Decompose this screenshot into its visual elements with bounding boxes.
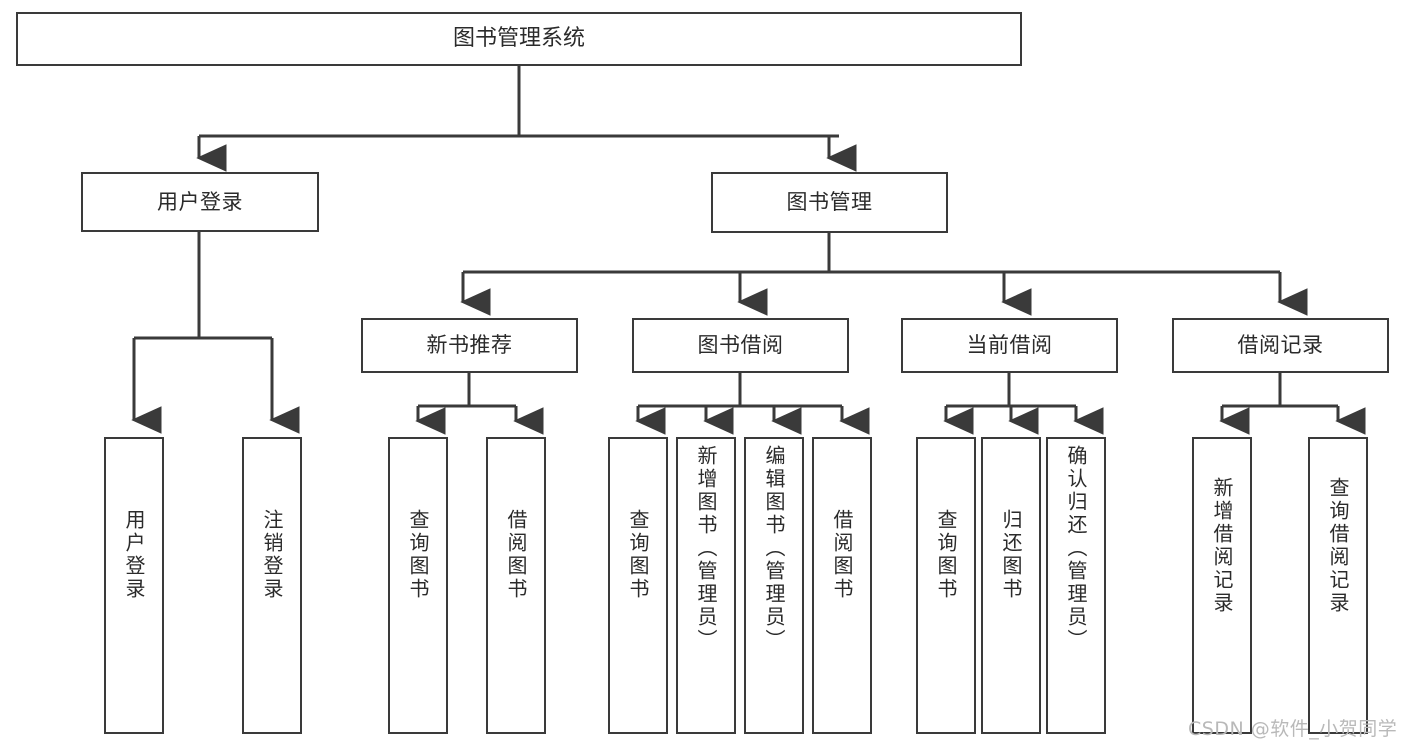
csdn-watermark: CSDN @软件_小贺同学 [1188,718,1398,740]
node-new-book-recommend[interactable]: 新书推荐 [361,318,578,373]
leaf-add-book-admin[interactable]: 新增图书（管理员） [676,437,736,734]
leaf-label: 查询借阅记录 [1326,477,1350,615]
leaf-confirm-return-admin[interactable]: 确认归还（管理员） [1046,437,1106,734]
leaf-label: 查询图书 [406,509,430,601]
leaf-query-book-recommend[interactable]: 查询图书 [388,437,448,734]
node-label: 当前借阅 [966,333,1053,358]
leaf-label: 新增图书（管理员） [694,445,718,652]
leaf-label: 借阅图书 [830,509,854,601]
node-label: 借阅记录 [1237,333,1324,358]
node-root-book-management-system[interactable]: 图书管理系统 [16,12,1022,66]
node-label: 用户登录 [157,189,243,214]
leaf-borrow-book-recommend[interactable]: 借阅图书 [486,437,546,734]
leaf-logout-login[interactable]: 注销登录 [242,437,302,734]
leaf-query-book-borrow[interactable]: 查询图书 [608,437,668,734]
leaf-label: 归还图书 [999,509,1023,601]
leaf-label: 借阅图书 [504,509,528,601]
leaf-label: 查询图书 [626,509,650,601]
leaf-query-book-current[interactable]: 查询图书 [916,437,976,734]
leaf-return-book[interactable]: 归还图书 [981,437,1041,734]
node-label: 图书管理 [786,190,873,215]
node-book-manage[interactable]: 图书管理 [711,172,948,233]
node-current-borrow[interactable]: 当前借阅 [901,318,1118,373]
node-book-borrow[interactable]: 图书借阅 [632,318,849,373]
leaf-borrow-book-borrow[interactable]: 借阅图书 [812,437,872,734]
leaf-user-login[interactable]: 用户登录 [104,437,164,734]
leaf-label: 用户登录 [122,509,146,601]
node-label: 图书借阅 [697,333,784,358]
leaf-label: 编辑图书（管理员） [762,445,786,652]
node-user-login[interactable]: 用户登录 [81,172,319,232]
leaf-label: 确认归还（管理员） [1064,445,1088,652]
leaf-label: 注销登录 [260,509,284,601]
leaf-add-borrow-record[interactable]: 新增借阅记录 [1192,437,1252,734]
leaf-query-borrow-record[interactable]: 查询借阅记录 [1308,437,1368,734]
node-label: 图书管理系统 [452,26,585,52]
node-label: 新书推荐 [426,333,513,358]
leaf-label: 新增借阅记录 [1210,477,1234,615]
leaf-edit-book-admin[interactable]: 编辑图书（管理员） [744,437,804,734]
leaf-label: 查询图书 [934,509,958,601]
node-borrow-record[interactable]: 借阅记录 [1172,318,1389,373]
